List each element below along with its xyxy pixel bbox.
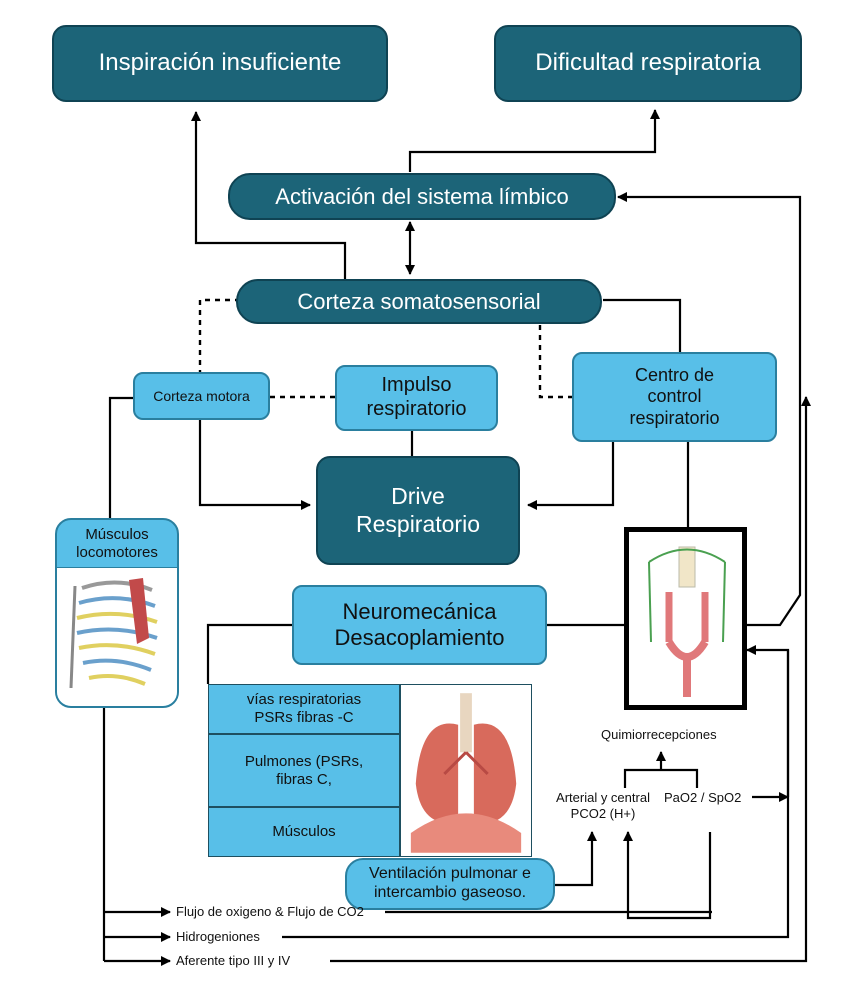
lungs-icon <box>410 693 522 853</box>
table-row: Pulmones (PSRs, fibras C, <box>208 734 400 807</box>
lungs-image <box>400 684 532 857</box>
inspiracion-insuficiente-node: Inspiración insuficiente <box>52 25 388 102</box>
ventilacion-node: Ventilación pulmonar e intercambio gaseo… <box>345 858 555 910</box>
pao2-label: PaO2 / SpO2 <box>664 790 742 805</box>
corteza-somato-label: Corteza somatosensorial <box>297 288 541 314</box>
edge-somato-centro <box>603 298 682 355</box>
neuromecanica-label: Neuromecánica Desacoplamiento <box>334 599 505 650</box>
edge-pao2-image <box>623 831 712 920</box>
edge-somato-inspiracion <box>191 111 347 285</box>
chemoreceptor-image <box>624 527 747 710</box>
edge-loop-limbico <box>617 192 802 627</box>
edge-neuro-table <box>206 623 292 684</box>
centro-control-node: Centro de control respiratorio <box>572 352 777 442</box>
arterial-label: Arterial y central PCO2 (H+) <box>556 790 650 822</box>
corteza-motora-label: Corteza motora <box>153 387 250 404</box>
carotid-anatomy-icon <box>648 546 726 697</box>
ventilacion-label: Ventilación pulmonar e intercambio gaseo… <box>369 865 531 901</box>
edge-quimio-bracket <box>623 768 699 788</box>
drive-label: Drive Respiratorio <box>356 483 480 537</box>
edge-limbico-dificultad <box>408 109 660 172</box>
corteza-motora-node: Corteza motora <box>133 372 270 420</box>
edge-dotted-somato-centro <box>538 325 572 399</box>
edge-aferente-right <box>330 396 811 963</box>
dificultad-respiratoria-node: Dificultad respiratoria <box>494 25 802 102</box>
edge-centro-drive <box>527 442 615 510</box>
dificultad-label: Dificultad respiratoria <box>535 49 761 77</box>
flujo-label: Flujo de oxigeno & Flujo de CO2 <box>176 904 364 919</box>
neuromecanica-node: Neuromecánica Desacoplamiento <box>292 585 547 665</box>
edge-locomotores-motora <box>108 396 133 520</box>
impulso-respiratorio-node: Impulso respiratorio <box>335 365 498 431</box>
centro-control-label: Centro de control respiratorio <box>629 365 720 428</box>
table-row: Músculos <box>208 807 400 857</box>
edge-to-image-right <box>746 645 790 797</box>
inspiracion-label: Inspiración insuficiente <box>98 49 342 77</box>
musculos-locomotores-label: Músculos locomotores <box>76 526 158 561</box>
impulso-label: Impulso respiratorio <box>366 374 467 420</box>
edge-vent-arterial <box>555 831 597 887</box>
musculos-locomotores-node: Músculos locomotores <box>55 518 179 708</box>
limbico-label: Activación del sistema límbico <box>275 183 569 209</box>
edge-hidro-right <box>282 650 790 939</box>
quimio-title: Quimiorrecepciones <box>601 727 717 742</box>
drive-respiratorio-node: Drive Respiratorio <box>316 456 520 565</box>
edge-dotted-somato-motora <box>198 298 240 372</box>
corteza-somatosensorial-node: Corteza somatosensorial <box>236 279 602 324</box>
limbico-node: Activación del sistema límbico <box>228 173 616 220</box>
aferente-label: Aferente tipo III y IV <box>176 953 291 968</box>
edge-motora-drive <box>198 420 311 510</box>
table-row: vías respiratorias PSRs fibras -C <box>208 684 400 734</box>
ribcage-illustration <box>57 567 177 706</box>
hidrogeniones-label: Hidrogeniones <box>176 929 260 944</box>
